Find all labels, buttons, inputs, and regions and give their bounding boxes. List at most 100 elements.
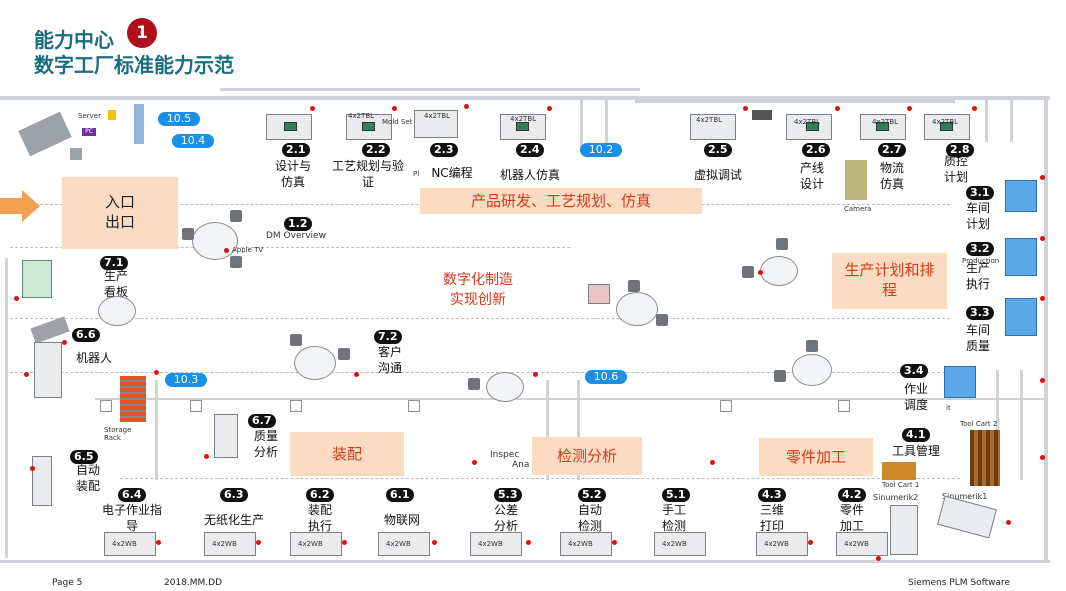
top-wall-upper: [220, 88, 640, 91]
station-label-4-2: 零件 加工: [839, 503, 864, 533]
desk-2-7: [860, 114, 906, 140]
marker-dot: [710, 460, 715, 465]
marker-dot: [1040, 175, 1045, 180]
camera-label: Camera: [844, 205, 872, 213]
footer-page: Page 5: [52, 578, 83, 588]
chair-icon: [776, 238, 788, 250]
sinumerik2-machine: [890, 505, 918, 555]
inspection-label-a: Inspec: [490, 450, 520, 460]
apple-tv-label: Apple TV: [232, 246, 264, 254]
chair-icon: [230, 256, 242, 268]
blue-tag-10-6: 10.6: [585, 370, 627, 384]
table-icon: [486, 372, 524, 402]
station-num-6-5: 6.5: [70, 450, 98, 464]
pc-label: PC: [82, 128, 96, 136]
structure-line: [580, 100, 583, 150]
station-num-2-6: 2.6: [802, 143, 830, 157]
marker-dot: [354, 372, 359, 377]
desk-tag-bottom: 4x2WB: [662, 540, 687, 548]
right-wall: [1044, 96, 1048, 562]
desk-tag: 4x2TBL: [932, 118, 959, 126]
desk-tag-bottom: 4x2WB: [212, 540, 237, 548]
station-label-6-7: 质量 分析: [253, 429, 278, 459]
station-label-2-1: 设计与 仿真: [274, 159, 311, 189]
chair-icon: [656, 314, 668, 326]
bottom-wall: [0, 560, 1050, 563]
marker-dot: [758, 270, 763, 275]
meeting-table: [192, 222, 238, 260]
blue-tag-10-2: 10.2: [580, 143, 622, 157]
monitor-icon: [284, 122, 297, 131]
production-label: Production: [962, 257, 1000, 265]
pillar: [100, 400, 112, 412]
station-label-6-4: 电子作业指 导: [101, 503, 162, 533]
station-num-2-1: 2.1: [282, 143, 310, 157]
monitor-icon: [806, 122, 819, 131]
sinumerik1-label: Sinumerik1: [942, 492, 988, 501]
marker-dot: [907, 106, 912, 111]
pillar: [290, 400, 302, 412]
desk-4-2: [836, 532, 888, 556]
station-label-7-1: 生产 看板: [103, 269, 128, 299]
marker-dot: [256, 540, 261, 545]
pillar: [190, 400, 202, 412]
blue-tag-10-5: 10.5: [158, 112, 200, 126]
marker-dot: [62, 340, 67, 345]
marker-dot: [154, 370, 159, 375]
desk-tag: 4x2TBL: [794, 118, 821, 126]
desk-tag: 4x2TBL: [872, 118, 899, 126]
station-num-6-6: 6.6: [72, 328, 100, 342]
marker-dot: [224, 248, 229, 253]
zone-assembly: 装配: [290, 432, 404, 476]
display-icon: [588, 284, 610, 304]
desk-4-3: [756, 532, 808, 556]
kiosk-3-1: [1005, 180, 1037, 212]
station-num-4-1: 4.1: [902, 428, 930, 442]
desk-tag-bottom: 4x2WB: [478, 540, 503, 548]
station-label-7-2: 客户 沟通: [377, 345, 402, 375]
station-label-1-2: DM Overview: [266, 231, 326, 241]
blue-tag-10-3: 10.3: [165, 373, 207, 387]
chair-icon: [182, 228, 194, 240]
station-label-2-4: 机器人仿真: [499, 168, 560, 182]
marker-dot: [1040, 455, 1045, 460]
station-num-2-2: 2.2: [362, 143, 390, 157]
station-num-2-4: 2.4: [516, 143, 544, 157]
pillar: [838, 400, 850, 412]
structure-line: [1010, 96, 1013, 142]
desk-6-2: [290, 532, 342, 556]
station-num-2-3: 2.3: [430, 143, 458, 157]
robot-base: [34, 342, 62, 398]
middle-rail: [95, 398, 1045, 400]
station-num-6-7: 6.7: [248, 414, 276, 428]
station-label-3-4: 作业 调度: [903, 382, 928, 412]
marker-dot: [392, 106, 397, 111]
station-label-3-1: 车间 计划: [965, 201, 990, 231]
structure-line: [546, 380, 549, 480]
marker-dot: [14, 296, 19, 301]
desk-tag-bottom: 4x2WB: [568, 540, 593, 548]
pillar: [408, 400, 420, 412]
marker-dot: [1040, 296, 1045, 301]
it-label: it: [946, 404, 951, 412]
marker-dot: [972, 106, 977, 111]
sinumerik1-machine: [937, 495, 997, 539]
structure-line: [155, 380, 158, 480]
station-label-6-5: 自动 装配: [75, 463, 100, 493]
desk-tag-bottom: 4x2WB: [386, 540, 411, 548]
marker-dot: [310, 106, 315, 111]
table-icon: [760, 256, 798, 286]
marker-dot: [743, 106, 748, 111]
station-label-4-1: 工具管理: [891, 444, 940, 458]
kiosk-3-2: [1005, 238, 1037, 276]
aisle-line: [120, 478, 960, 479]
desk-tag: 4x2TBL: [424, 112, 451, 120]
marker-dot: [156, 540, 161, 545]
storage-rack-icon: [120, 376, 146, 422]
section-badge: 1: [127, 18, 157, 48]
tool-cart-icon: [970, 430, 1000, 486]
station-label-5-3: 公差 分析: [493, 503, 518, 533]
marker-dot: [204, 454, 209, 459]
structure-line: [577, 380, 580, 480]
footer-company: Siemens PLM Software: [908, 578, 1011, 588]
